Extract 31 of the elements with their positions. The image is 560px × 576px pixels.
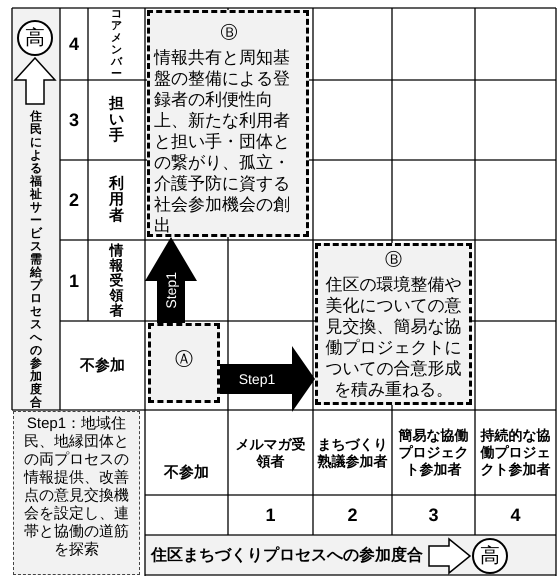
circle-text: 高 bbox=[25, 27, 45, 49]
dashed-box bbox=[148, 323, 220, 403]
dashed-box bbox=[315, 243, 472, 405]
column-heading: 簡易な協働プロジェクト参加者 bbox=[398, 427, 470, 478]
column-number: 2 bbox=[347, 504, 358, 526]
column-number: 1 bbox=[265, 504, 276, 526]
note-box bbox=[13, 411, 140, 575]
column-heading: メルマガ受領者 bbox=[234, 436, 306, 470]
circled-letter: Ⓑ bbox=[220, 22, 238, 44]
box-text: 情報共有と周知基盤の整備による登録者の利便性向上、新たな利用者と担い手・団体との繋がり、孤立・介護予防に資する社会参加機会の創出 bbox=[154, 47, 291, 236]
row-heading: 利用者 bbox=[108, 176, 124, 224]
row-heading: コアメンバー bbox=[110, 8, 122, 80]
box-text: 住区の環境整備や美化についての意見交換、簡易な協働プロジェクトについての合意形成を積み重ねる。 bbox=[324, 274, 462, 400]
column-heading: まちづくり熟議参加者 bbox=[316, 436, 388, 470]
row-heading: 不参加 bbox=[80, 356, 125, 374]
axis-title: 住区まちづくりプロセスへの参加度合 bbox=[151, 546, 423, 564]
dashed-box bbox=[147, 10, 309, 237]
column-number: 4 bbox=[510, 504, 520, 526]
note-text: Step1：地域住民、地縁団体との両プロセスの情報提供、改善点の意見交換機会を設定し、連帯と協働の道筋を探索 bbox=[22, 415, 130, 559]
column-heading: 不参加 bbox=[164, 464, 209, 482]
column-number: 3 bbox=[428, 504, 438, 526]
row-number: 4 bbox=[68, 33, 79, 55]
row-number: 3 bbox=[68, 109, 79, 131]
column-heading: 持続的な協働プロジェクト参加者 bbox=[479, 427, 552, 478]
row-number: 1 bbox=[68, 270, 79, 292]
circled-letter: Ⓑ bbox=[385, 249, 402, 271]
circle-text: 高 bbox=[480, 545, 500, 567]
row-heading: 情報受領者 bbox=[109, 243, 124, 318]
row-heading: 担い手 bbox=[108, 96, 124, 144]
circled-letter: Ⓐ bbox=[175, 348, 193, 370]
row-number: 2 bbox=[68, 189, 79, 211]
